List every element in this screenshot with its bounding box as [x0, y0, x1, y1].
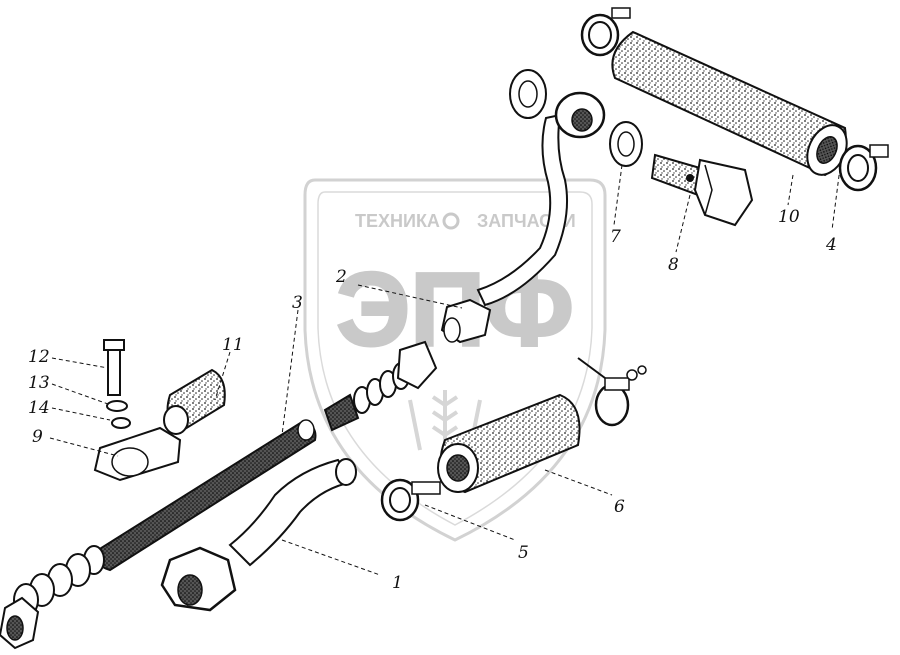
hose-fitting	[323, 340, 438, 432]
washer-rings	[509, 69, 643, 167]
callout-7: 7	[610, 227, 621, 247]
callout-9: 9	[32, 427, 43, 447]
callout-4: 4	[825, 235, 837, 255]
part-5-clamp	[380, 357, 647, 522]
callout-5: 5	[518, 543, 529, 563]
part-8-banjo-bolt	[650, 153, 754, 227]
gear-icon	[442, 212, 460, 230]
part-2-pipe	[440, 91, 606, 344]
callout-2: 2	[335, 267, 347, 287]
part-4-clamp	[580, 7, 889, 192]
part-10-hose	[611, 30, 848, 177]
callout-11: 11	[222, 335, 244, 355]
callout-14: 14	[28, 398, 50, 418]
callout-labels: 1 2 3 4 5 6 7 8 9 10 11 12 13 14	[28, 207, 837, 593]
callout-6: 6	[614, 497, 625, 517]
leader-lines	[49, 164, 841, 576]
bracket-assembly	[93, 339, 226, 482]
callout-12: 12	[28, 347, 50, 367]
callout-10: 10	[778, 207, 800, 227]
part-6-hose	[437, 393, 581, 494]
part-1-elbow	[160, 458, 357, 612]
callout-1: 1	[392, 573, 403, 593]
callout-3: 3	[292, 293, 303, 313]
callout-8: 8	[668, 255, 679, 275]
callout-13: 13	[28, 373, 50, 393]
watermark-brand-left: ТЕХНИКА	[355, 211, 440, 231]
part-3-hose	[0, 419, 317, 650]
